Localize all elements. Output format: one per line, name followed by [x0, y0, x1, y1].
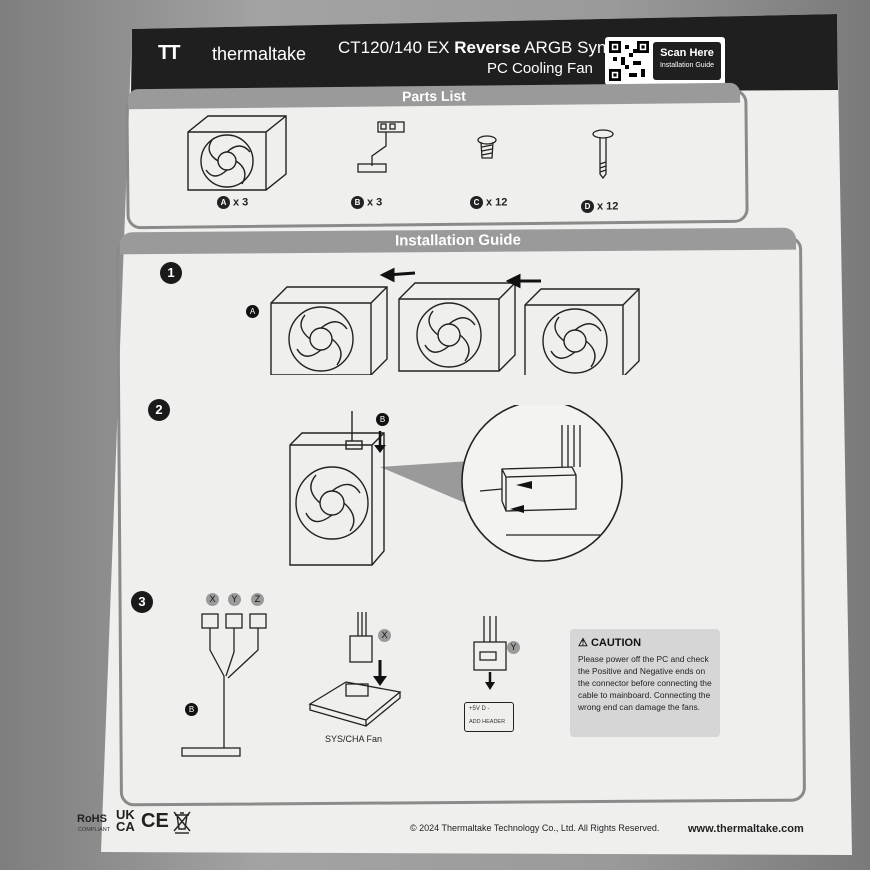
short-screw-illustration [477, 135, 497, 159]
addr-header-label: ADD HEADER [469, 719, 506, 725]
label-x: X [206, 593, 219, 606]
product-subtitle: PC Cooling Fan [487, 60, 593, 77]
label-x-sys: X [378, 629, 391, 642]
weee-bin-icon [173, 811, 191, 834]
ce-mark: CE [141, 810, 169, 832]
website-link[interactable]: www.thermaltake.com [688, 823, 804, 835]
label-y-addr: Y [507, 641, 520, 654]
argb-connector-illustration [473, 616, 507, 690]
rohs-compliant-label: COMPLIANT [78, 827, 111, 833]
cable-part-illustration [357, 121, 405, 173]
copyright-text: © 2024 Thermaltake Technology Co., Ltd. … [410, 823, 660, 833]
step-2-label-b: B [376, 413, 389, 426]
sys-cha-fan-label: SYS/CHA Fan [325, 734, 383, 744]
installation-title: Installation Guide [119, 227, 797, 255]
step-1-number: 1 [160, 262, 182, 284]
caution-body: Please power off the PC and check the Po… [578, 654, 712, 712]
product-model: CT120/140 EX [338, 38, 450, 57]
sys-cha-fan-header-illustration [308, 612, 402, 727]
step-1-label-a: A [246, 305, 259, 318]
label-y: Y [228, 593, 241, 606]
scan-here-label: Scan Here [660, 47, 714, 59]
splitter-cable-illustration [181, 613, 267, 757]
warning-icon: ⚠ [578, 637, 588, 649]
caution-title-text: CAUTION [590, 637, 642, 649]
fans-chain-illustration [270, 267, 640, 375]
product-rest: ARGB Sync [524, 38, 615, 57]
addr-header-box: +5V D - ADD HEADER [464, 702, 514, 732]
ukca-mark: UK CA [116, 807, 135, 834]
caution-title: ⚠ CAUTION [578, 636, 641, 649]
label-z: Z [251, 593, 264, 606]
step-3-label-b: B [185, 703, 198, 716]
fan-cable-connection-illustration [289, 405, 623, 566]
rohs-mark: RoHS [77, 813, 107, 825]
brand-name: thermaltake [212, 44, 307, 64]
installation-guide-small-label: Installation Guide [659, 62, 715, 69]
qr-code-icon [609, 41, 649, 81]
brand-logo-mark: TT [158, 42, 180, 64]
product-title: CT120/140 EX Reverse ARGB Sync [338, 38, 615, 58]
product-reverse: Reverse [454, 38, 521, 57]
fan-part-illustration [187, 115, 287, 191]
caution-box: ⚠ CAUTION Please power off the PC and ch… [570, 629, 720, 737]
long-screw-illustration [592, 129, 614, 180]
step-2-number: 2 [148, 399, 170, 421]
scan-here-badge: Scan Here Installation Guide [653, 42, 721, 80]
addr-pins-label: +5V D - [469, 706, 490, 712]
step-3-number: 3 [131, 591, 153, 613]
